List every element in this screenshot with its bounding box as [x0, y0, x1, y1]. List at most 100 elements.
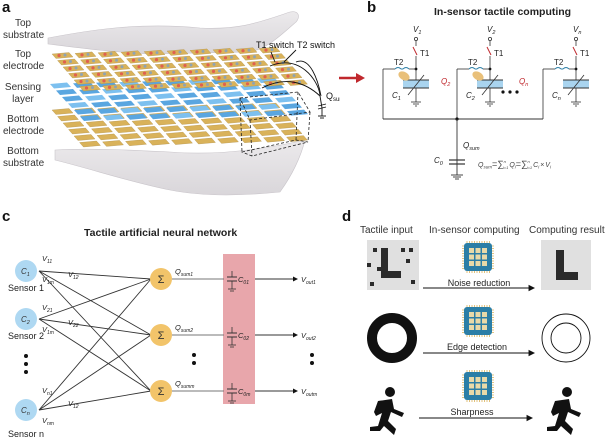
bottom-electrode-tile: [177, 118, 200, 125]
top-electrode-tile: [275, 66, 297, 73]
sensor-label: Sensor 1: [8, 283, 44, 293]
top-electrode-tile: [148, 83, 170, 90]
top-electrode-tile: [171, 82, 193, 89]
sensor-array-illustration: T1 switch T2 switch Qsum: [47, 11, 340, 196]
top-electrode-tile: [165, 75, 188, 83]
sensing-tile: [223, 91, 244, 98]
top-electrode-tile: [246, 60, 269, 67]
bottom-electrode-tile: [51, 108, 74, 115]
top-electrode-tile: [235, 47, 258, 54]
bottom-electrode-tile: [91, 127, 113, 134]
bottom-electrode-tile: [125, 139, 147, 146]
top-electrode-layer: [51, 46, 308, 92]
bottom-electrode-tile: [211, 130, 234, 138]
column-header-computing-result: Computing result: [529, 225, 605, 236]
top-electrode-tile: [211, 74, 234, 82]
bottom-electrode-tile: [142, 132, 165, 139]
panel-b-title: In-sensor tactile computing: [434, 6, 572, 18]
top-electrode-tile: [240, 80, 262, 87]
top-electrode-tile: [212, 48, 235, 55]
svg-text:C2: C2: [21, 315, 30, 326]
weight-label: V11: [42, 254, 52, 265]
top-electrode-tile: [85, 64, 108, 72]
bottom-electrode-tile: [119, 133, 142, 140]
top-electrode-tile: [51, 52, 74, 59]
top-electrode-tile: [183, 68, 205, 76]
panel-c-letter: c: [2, 208, 11, 225]
voltage-label: V2: [487, 25, 495, 36]
svg-text:Qsum=∑ni=1Qi=∑ni=1Ci×Vi: Qsum=∑ni=1Qi=∑ni=1Ci×Vi: [478, 159, 552, 170]
bottom-electrode-tile: [183, 124, 205, 132]
top-electrode-tile: [103, 57, 125, 64]
sensing-tile: [172, 112, 193, 119]
sensing-tile: [229, 97, 250, 104]
bottom-electrode-tile: [223, 117, 246, 124]
sensing-tile: [108, 94, 129, 101]
switch-wires: [261, 49, 327, 119]
top-electrode-tile: [120, 50, 143, 57]
sensing-tile: [80, 115, 101, 121]
bottom-electrode-tile: [57, 114, 79, 122]
circuit-cell: V1T1T2C1Q1: [382, 25, 430, 119]
sensing-tile: [120, 107, 141, 114]
edge-ring-result: [541, 313, 591, 363]
weight-label: V12: [68, 270, 79, 281]
bottom-electrode-tile: [79, 140, 101, 148]
weight-label: Vnm: [42, 416, 54, 427]
sensor-node: [15, 308, 37, 330]
operation-arrows: [419, 284, 536, 422]
sensing-tile: [143, 106, 164, 113]
operation-label-noise-reduction: Noise reduction: [448, 278, 511, 288]
sensing-tile: [195, 112, 216, 118]
highlight-cell-outline: [239, 91, 311, 157]
bottom-electrode-tile: [229, 123, 251, 130]
sensing-tile: [177, 92, 198, 99]
bottom-electrode-tile: [85, 120, 108, 128]
weight-edge: [38, 334, 152, 411]
bottom-electrode-tile: [165, 131, 188, 139]
ellipsis-dots: [24, 353, 314, 374]
capacitor-label: Cn: [552, 91, 561, 102]
qsum-label: Qsumm: [175, 379, 194, 390]
finger-press-icon: [398, 71, 410, 81]
capacitor-circuit: V1T1T2C1Q1V2T1T2C2Q2VnT1T2CnQn C0 Qsum Q…: [382, 25, 590, 180]
sensing-tile: [137, 100, 158, 107]
sensing-tile: [200, 91, 221, 98]
weight-edge: [38, 390, 152, 411]
runner-result-icon: [547, 387, 581, 435]
bottom-electrode-tile: [252, 123, 274, 130]
panel-b-letter: b: [367, 0, 377, 16]
top-electrode-tile: [252, 67, 274, 74]
weight-edge: [38, 318, 152, 336]
weight-label: V12: [68, 399, 79, 410]
chip-icon: [462, 370, 494, 402]
sensing-tile: [62, 95, 83, 102]
bottom-electrode-tile: [194, 137, 216, 145]
top-electrode-tile: [91, 71, 113, 78]
sensing-tile: [160, 99, 181, 106]
top-electrode-tile: [57, 58, 79, 66]
top-electrode-tile: [73, 78, 96, 85]
bottom-electrode-tile: [68, 127, 90, 135]
bottom-electrode-tile: [217, 137, 239, 144]
svg-text:Σ: Σ: [158, 274, 165, 286]
bottom-electrode-tile: [108, 120, 131, 127]
top-electrode-tile: [97, 51, 120, 58]
top-electrode-tile: [142, 76, 165, 83]
sensing-tile: [212, 104, 233, 111]
vout-label: Voutm: [301, 387, 317, 398]
sensing-tile: [91, 101, 112, 108]
sensor-label: Sensor 2: [8, 331, 44, 341]
sensor-node: [15, 399, 37, 421]
top-electrode-tile: [218, 54, 240, 61]
top-electrode-tile: [154, 62, 177, 70]
output-capacitor-band: [223, 254, 255, 404]
top-electrode-tile: [264, 53, 286, 60]
top-electrode-tile: [195, 55, 217, 62]
